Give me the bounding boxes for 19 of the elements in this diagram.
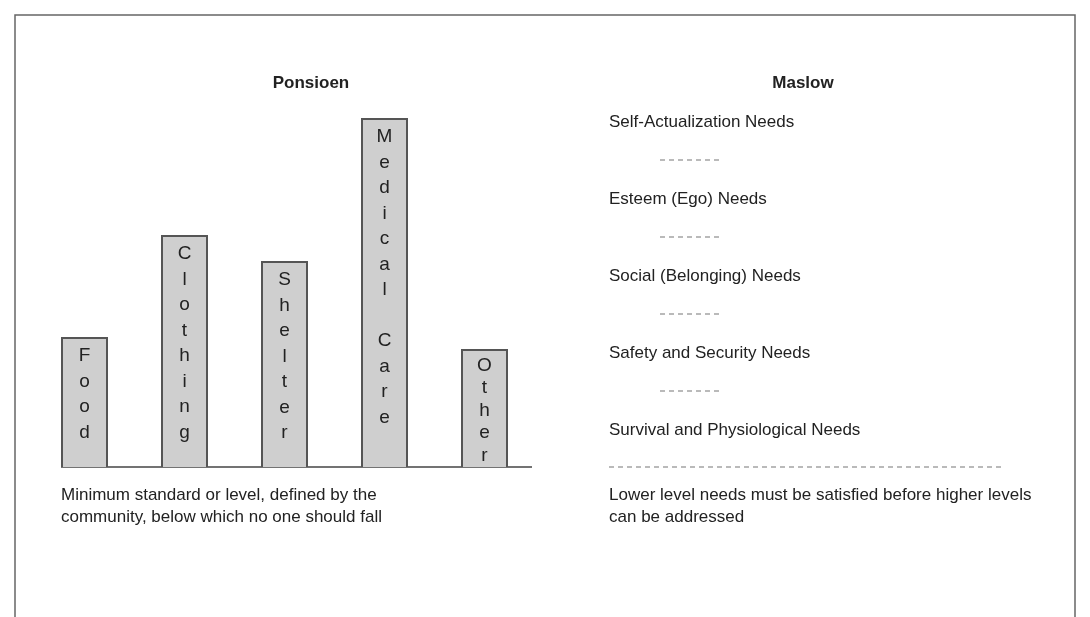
- need-level: Safety and Security Needs: [609, 342, 812, 364]
- bar-label: Clothing: [176, 241, 193, 444]
- bar-label: Shelter: [277, 267, 292, 444]
- bar-label: Medical Care: [375, 124, 394, 429]
- bar-label: Food: [77, 343, 92, 444]
- bar: [361, 118, 408, 467]
- need-level: Self-Actualization Needs: [609, 111, 796, 133]
- bar: [261, 261, 308, 467]
- note-text: Minimum standard or level, defined by the community, below which no one should fall: [61, 484, 383, 528]
- bar: [161, 235, 208, 467]
- note-text: Lower level needs must be satisfied before higher levels can be addressed: [609, 484, 1033, 528]
- bar: [461, 349, 508, 467]
- column-heading: Ponsioen: [271, 72, 351, 94]
- need-level: Esteem (Ego) Needs: [609, 188, 768, 210]
- bar: [61, 337, 108, 467]
- column-heading: Maslow: [771, 72, 835, 94]
- need-level: Survival and Physiological Needs: [609, 419, 862, 441]
- need-level: Social (Belonging) Needs: [609, 265, 802, 287]
- bar-label: Other: [476, 354, 493, 467]
